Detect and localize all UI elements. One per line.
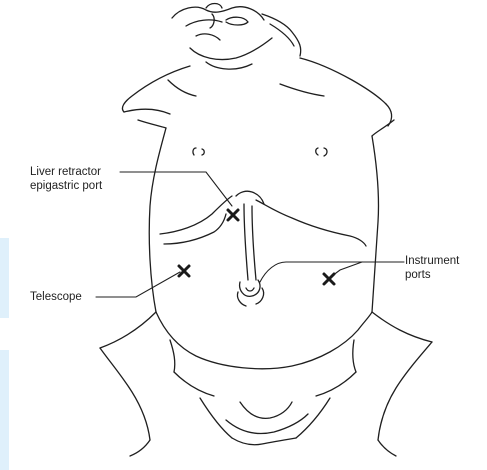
telescope-port-marker [179, 266, 189, 276]
leader-liver-retractor [120, 172, 232, 206]
umbilicus [237, 280, 263, 306]
shoulders-outline [122, 58, 391, 126]
label-instrument-ports-line2: ports [405, 268, 431, 282]
head-outline [172, 4, 301, 70]
label-liver-retractor-line1: Liver retractor [30, 165, 101, 179]
label-instrument-ports-line1: Instrument [405, 254, 459, 268]
midline-structures [244, 204, 256, 280]
costal-margins [160, 191, 366, 246]
leader-instrument-umbilical [260, 262, 404, 282]
liver-retractor-port-marker [228, 210, 238, 220]
torso-outline [138, 120, 394, 372]
leader-instrument-left [332, 262, 362, 276]
label-telescope: Telescope [30, 290, 82, 304]
label-liver-retractor-line2: epigastric port [30, 179, 102, 193]
nipples [193, 148, 327, 156]
leader-telescope [96, 272, 180, 297]
legs-outline [100, 312, 432, 456]
leader-lines [96, 172, 404, 297]
instrument-port-left-marker [324, 274, 334, 284]
